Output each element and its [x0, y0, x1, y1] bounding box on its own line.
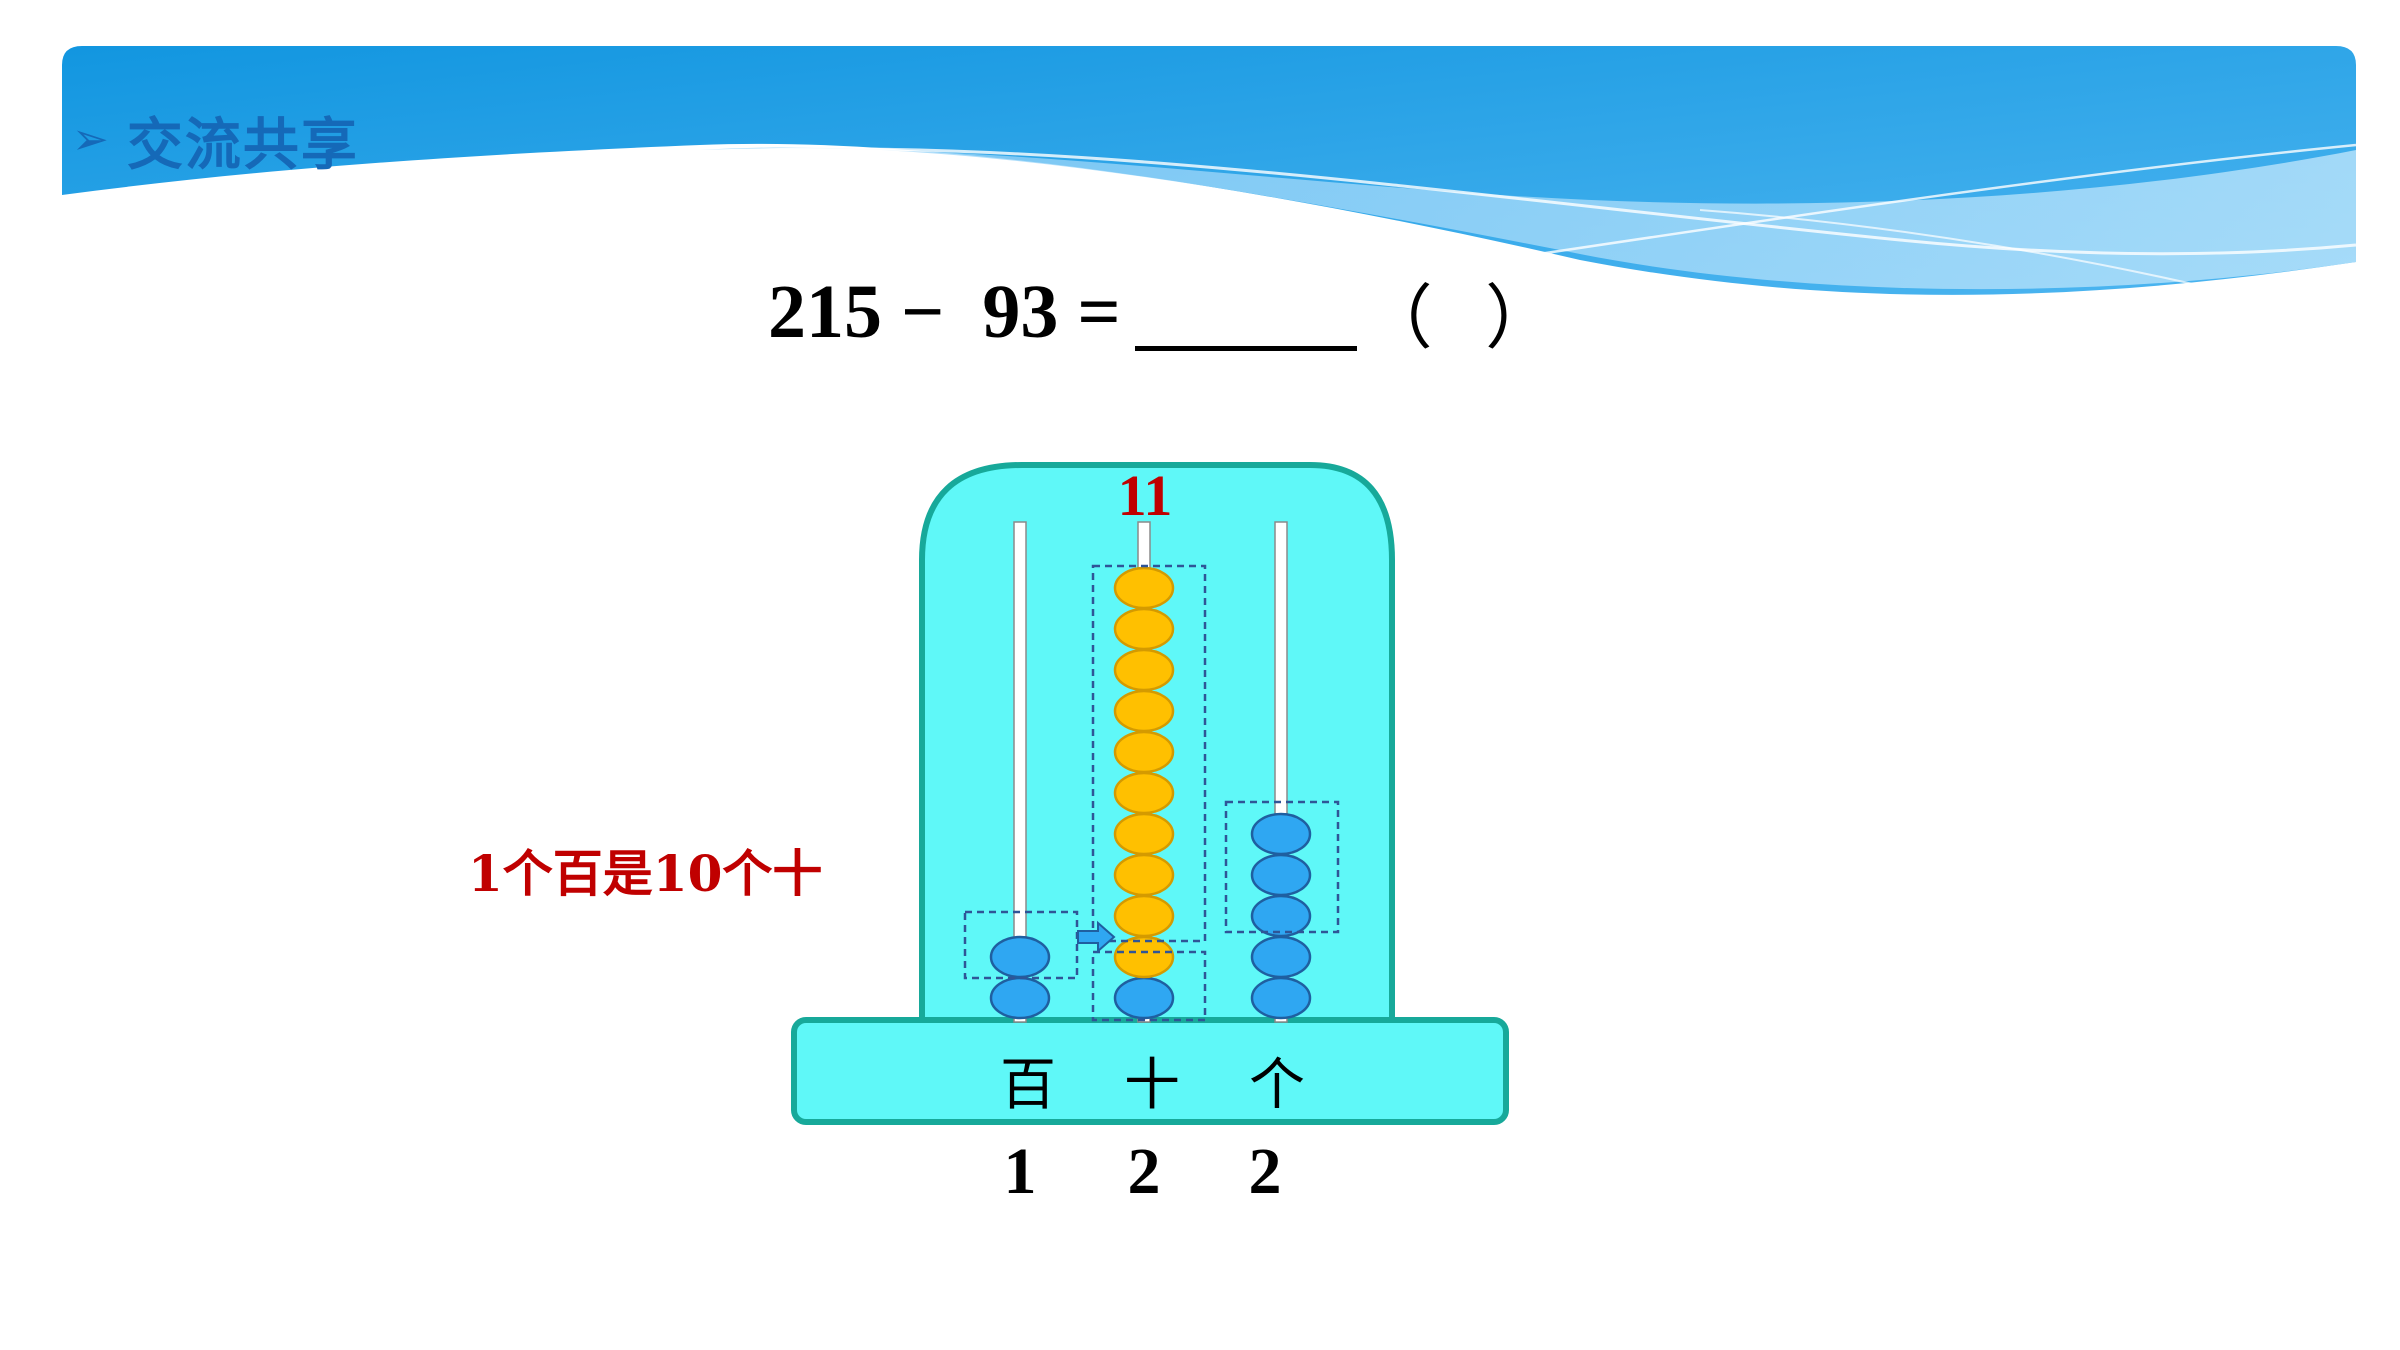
answer-blank[interactable]	[1134, 274, 1357, 351]
triangle-bullet-icon: ➢	[72, 114, 109, 165]
tens-yellow-bead	[1113, 689, 1175, 733]
minuend: 215	[768, 269, 882, 354]
tens-yellow-bead	[1113, 812, 1175, 856]
tens-yellow-bead	[1113, 607, 1175, 651]
equals-sign: =	[1077, 269, 1121, 354]
tens-bottom-group-box	[1091, 950, 1207, 1022]
tens-yellow-bead	[1113, 935, 1175, 979]
subtraction-equation: 215 − 93 = （ ）	[768, 262, 1555, 362]
subtrahend: 93	[982, 269, 1059, 354]
transfer-arrow-icon	[1077, 920, 1116, 954]
tens-label: 十	[1124, 1053, 1180, 1118]
ones-blue-bead	[1250, 853, 1312, 897]
ones-blue-bead	[1250, 894, 1312, 938]
tens-yellow-bead	[1113, 648, 1175, 692]
ones-blue-bead	[1250, 935, 1312, 979]
exchange-note: 1个百是10个十	[468, 844, 823, 903]
tens-blue-bead	[1113, 976, 1175, 1020]
ones-label: 个	[1249, 1053, 1305, 1118]
ones-digit: 2	[1248, 1135, 1282, 1208]
tens-yellow-bead	[1113, 853, 1175, 897]
section-title: ➢ 交流共享	[72, 100, 359, 180]
tens-yellow-bead	[1113, 771, 1175, 815]
ones-blue-bead	[1250, 812, 1312, 856]
ones-blue-bead	[1250, 976, 1312, 1020]
tens-count-label: 11	[1117, 463, 1173, 528]
tens-yellow-group-box	[1091, 564, 1207, 943]
section-title-text: 交流共享	[126, 112, 359, 178]
hundreds-rod	[1013, 521, 1027, 1023]
hundreds-blue-bead	[989, 935, 1051, 979]
tens-digit: 2	[1127, 1135, 1161, 1208]
minus-sign: −	[901, 269, 945, 354]
hundreds-digit: 1	[1003, 1135, 1037, 1208]
close-paren: ）	[1485, 280, 1556, 358]
header-wave-banner	[62, 46, 2357, 301]
hundreds-blue-bead	[989, 976, 1051, 1020]
abacus	[791, 462, 1509, 1125]
tens-yellow-bead	[1113, 566, 1175, 610]
tens-yellow-bead	[1113, 730, 1175, 774]
open-paren: （	[1362, 280, 1433, 358]
tens-yellow-bead	[1113, 894, 1175, 938]
hundreds-label: 百	[1000, 1053, 1056, 1118]
hundreds-group-box	[963, 910, 1079, 980]
